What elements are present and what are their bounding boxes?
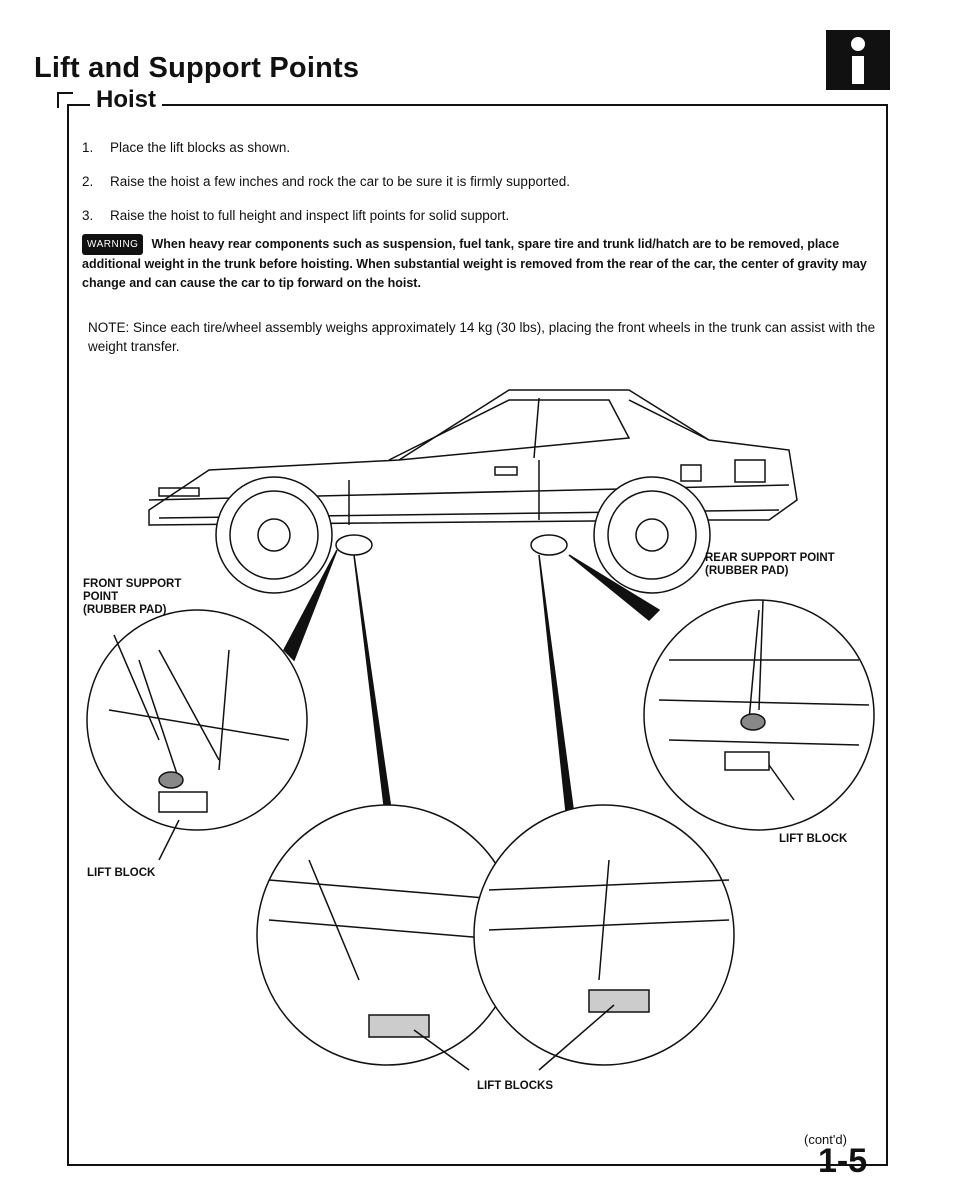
step-list: 1. Place the lift blocks as shown. 2. Ra…: [82, 140, 872, 242]
warning-text: When heavy rear components such as suspe…: [82, 237, 867, 290]
lift-blocks-label: LIFT BLOCKS: [477, 1080, 554, 1092]
section-title: Hoist: [90, 86, 162, 114]
lift-block-label-right: LIFT BLOCK: [779, 833, 848, 845]
rear-support-label: REAR SUPPORT POINT (RUBBER PAD): [705, 552, 835, 577]
warning-icon: WARNING: [82, 234, 144, 255]
frame-corner: [57, 92, 73, 108]
page-title: Lift and Support Points: [34, 52, 360, 84]
note-text: NOTE: Since each tire/wheel assembly wei…: [88, 320, 876, 354]
car-side-view-icon: [148, 389, 798, 594]
list-item: 3. Raise the hoist to full height and in…: [82, 208, 872, 242]
list-item: 1. Place the lift blocks as shown.: [82, 140, 872, 174]
continued-label: (cont'd): [804, 1132, 847, 1147]
step-text: Place the lift blocks as shown.: [110, 140, 291, 155]
page-number: 1-5: [818, 1142, 868, 1180]
step-number: 1.: [82, 140, 94, 155]
step-number: 3.: [82, 208, 94, 223]
list-item: 2. Raise the hoist a few inches and rock…: [82, 174, 872, 208]
step-number: 2.: [82, 174, 94, 189]
lift-blocks-detail-right: [473, 804, 735, 1066]
info-icon: [826, 30, 890, 90]
step-text: Raise the hoist to full height and inspe…: [110, 208, 510, 223]
content-frame: [67, 104, 888, 1166]
lift-points-illustration: FRONT SUPPORT POINT (RUBBER PAD) REAR SU…: [69, 360, 886, 1120]
front-support-label: FRONT SUPPORT POINT (RUBBER PAD): [83, 578, 182, 616]
front-support-detail: [86, 609, 308, 831]
step-text: Raise the hoist a few inches and rock th…: [110, 174, 570, 189]
rear-support-detail: [643, 599, 875, 831]
lift-block-label-left: LIFT BLOCK: [87, 867, 156, 879]
